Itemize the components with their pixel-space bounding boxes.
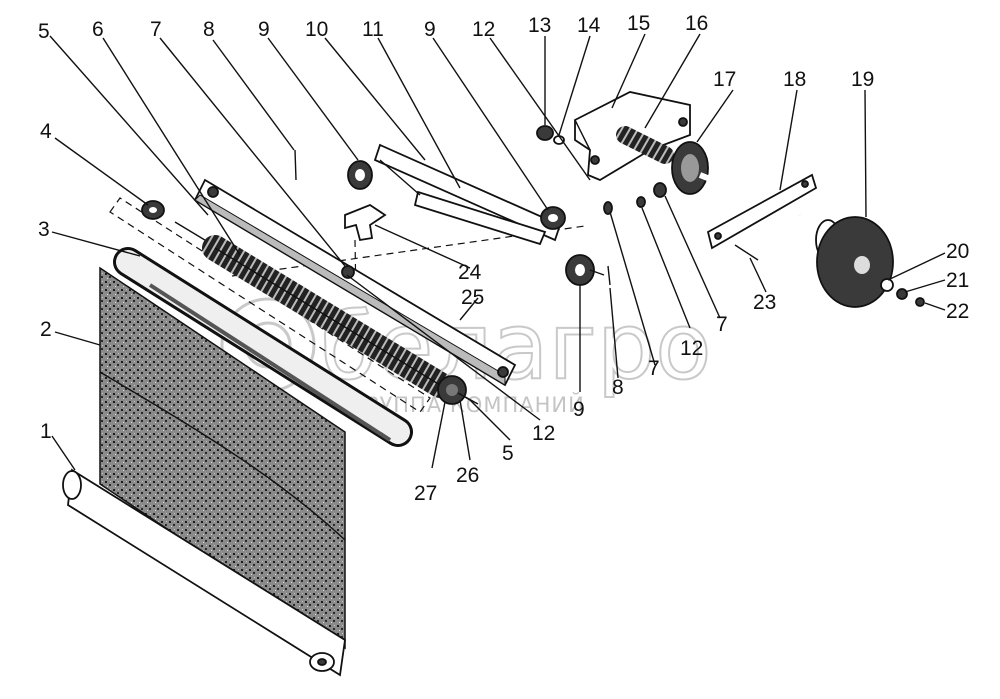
spring-part-16 <box>616 126 674 164</box>
pulley-lower <box>565 254 605 286</box>
washer-part-21 <box>896 288 908 300</box>
callout-12-second: 12 <box>680 337 703 360</box>
callout-numbers: 5 6 7 8 9 10 11 9 12 13 14 15 16 17 18 1… <box>38 12 969 505</box>
callout-19: 19 <box>851 68 874 91</box>
roller-tube <box>113 247 413 447</box>
callout-4: 4 <box>40 120 52 143</box>
callout-12-third: 12 <box>532 422 555 445</box>
spring-shaft <box>174 221 471 401</box>
callout-9: 9 <box>258 18 270 41</box>
pin-part-8a <box>294 149 297 181</box>
pin-part-8b <box>607 265 611 286</box>
callout-11: 11 <box>362 18 384 41</box>
callout-7: 7 <box>150 18 162 41</box>
callout-9-second: 9 <box>424 18 436 41</box>
pulley-right <box>540 206 566 230</box>
callout-7-second: 7 <box>716 313 728 336</box>
washer-part-20 <box>880 278 894 292</box>
callout-23: 23 <box>753 291 776 314</box>
callout-20: 20 <box>946 240 969 263</box>
lever-arm <box>373 143 562 246</box>
callout-7-third: 7 <box>648 357 660 380</box>
leader-lines <box>49 33 946 471</box>
callout-22: 22 <box>946 300 969 323</box>
callout-12: 12 <box>472 18 495 41</box>
callout-18: 18 <box>783 68 806 91</box>
nut-part-13 <box>536 125 554 141</box>
callout-17: 17 <box>713 68 736 91</box>
callout-27: 27 <box>414 482 437 505</box>
sleeve-part-7 <box>603 201 613 215</box>
callout-9-third: 9 <box>573 398 585 421</box>
callout-2: 2 <box>40 318 52 341</box>
curtain-panel <box>99 266 346 650</box>
knob-part-19 <box>815 216 894 308</box>
bottom-bar <box>62 468 346 677</box>
callout-8: 8 <box>203 18 215 41</box>
assembly-axis-left <box>109 197 431 413</box>
sleeve-part-7b <box>653 182 667 198</box>
callout-21: 21 <box>946 269 969 292</box>
callout-5-second: 5 <box>502 442 514 465</box>
callout-6: 6 <box>92 18 104 41</box>
callout-26: 26 <box>456 464 479 487</box>
bracket-bar <box>193 178 517 387</box>
callout-5: 5 <box>38 20 50 43</box>
end-cap <box>437 375 479 405</box>
callout-13: 13 <box>528 14 551 37</box>
callout-16: 16 <box>685 12 708 35</box>
hub-part-17 <box>671 141 709 195</box>
callout-24: 24 <box>458 261 482 284</box>
callout-8-second: 8 <box>612 376 624 399</box>
bolt-part-23 <box>734 244 759 261</box>
nut-part-7 <box>341 265 355 279</box>
callout-1: 1 <box>40 420 52 443</box>
callout-10: 10 <box>305 18 328 41</box>
callout-14: 14 <box>577 14 601 37</box>
bushing-part-12 <box>636 196 646 208</box>
pulley-upper <box>347 160 373 190</box>
small-bracket <box>344 203 387 242</box>
callout-15: 15 <box>627 12 650 35</box>
shaft-plate <box>698 172 818 250</box>
callout-3: 3 <box>38 218 50 241</box>
callout-25: 25 <box>461 286 484 309</box>
screw-part-22 <box>915 297 925 307</box>
